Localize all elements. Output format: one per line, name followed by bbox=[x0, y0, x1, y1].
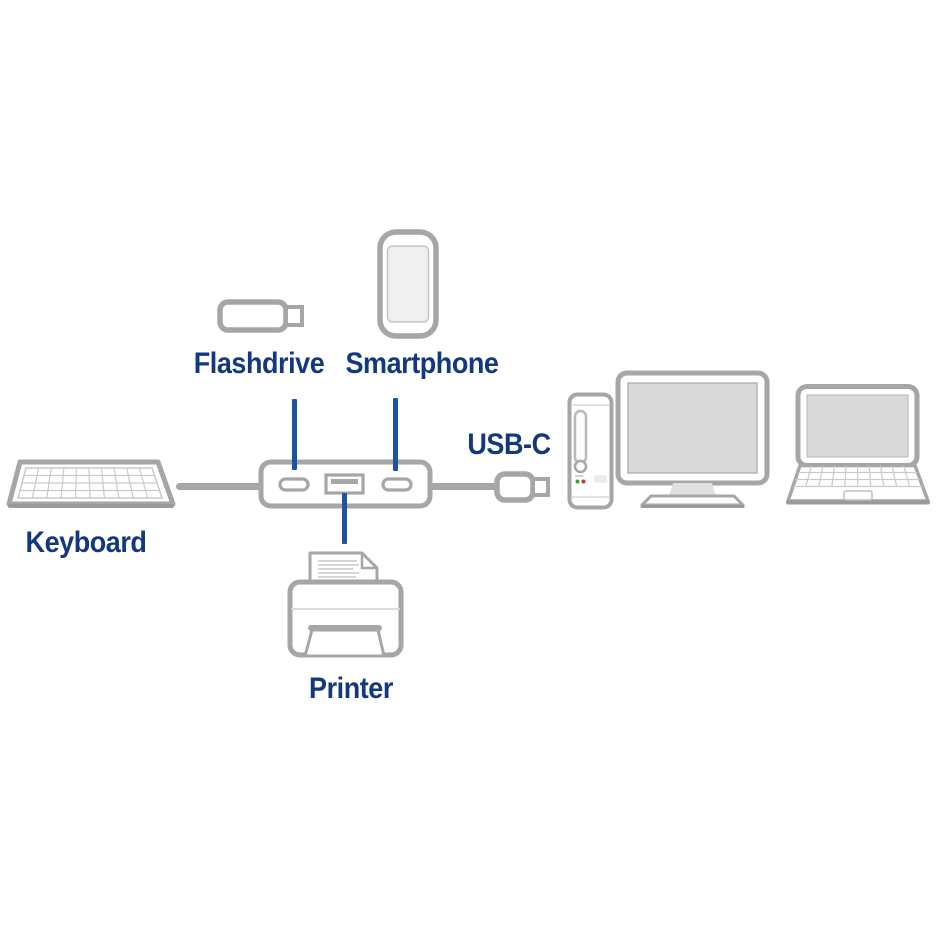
smartphone-label: Smartphone bbox=[345, 347, 499, 380]
smartphone-connector-line bbox=[393, 398, 398, 471]
printer-label: Printer bbox=[309, 672, 393, 705]
power-button-icon bbox=[573, 459, 588, 474]
laptop-icon bbox=[786, 384, 930, 505]
hub-usb-c-port-left bbox=[278, 477, 310, 492]
green-led bbox=[575, 479, 580, 484]
red-led bbox=[581, 479, 586, 484]
desktop-tower-icon bbox=[567, 392, 614, 510]
hub-usb-a-port bbox=[324, 473, 365, 495]
keyboard-icon bbox=[6, 459, 176, 508]
touchpad bbox=[843, 490, 873, 501]
usb-c-label: USB-C bbox=[467, 428, 551, 461]
printer-icon bbox=[287, 551, 404, 658]
flashdrive-icon bbox=[217, 299, 304, 333]
monitor-icon bbox=[615, 370, 770, 508]
keyboard-cable bbox=[176, 483, 262, 490]
hub-usb-c-port-right bbox=[381, 477, 413, 492]
flashdrive-connector-line bbox=[292, 399, 297, 470]
keyboard-label: Keyboard bbox=[25, 526, 147, 559]
printer-connector-line bbox=[342, 493, 347, 544]
usb-c-plug-icon bbox=[494, 471, 550, 503]
flashdrive-label: Flashdrive bbox=[193, 347, 325, 380]
smartphone-icon bbox=[377, 229, 439, 339]
usb-c-cable bbox=[428, 483, 500, 490]
